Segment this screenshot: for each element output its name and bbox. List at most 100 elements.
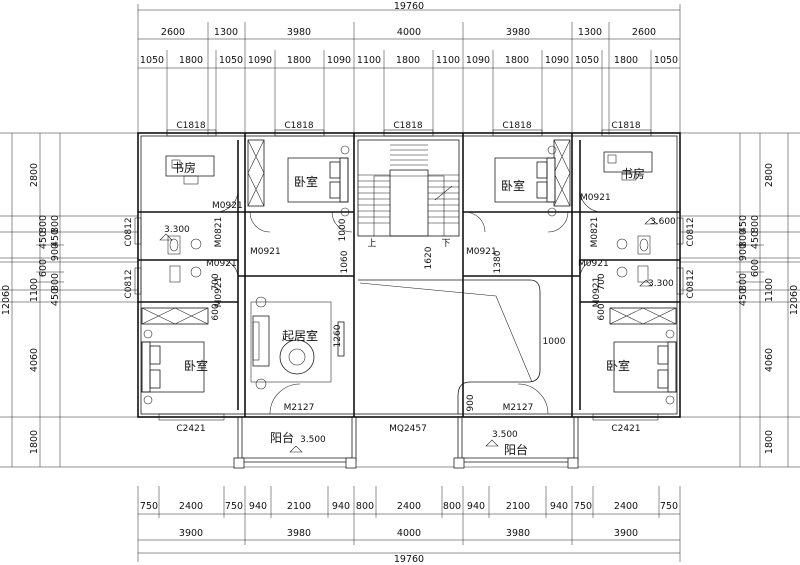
- dim-label: 1800: [287, 55, 311, 66]
- dim-label: 450: [750, 231, 761, 249]
- dim-label: 2400: [179, 501, 203, 512]
- dim-label: 1620: [424, 246, 434, 269]
- dim-label: 3900: [614, 528, 638, 539]
- dim-label: 1800: [505, 55, 529, 66]
- room-labels: 书房 书房 卧室 卧室 卧室 卧室 起居室 阳台 阳台: [172, 160, 645, 457]
- dim-label: 750: [225, 501, 243, 512]
- dim-label: 3980: [287, 27, 311, 38]
- room-label-bedroom-top-right: 卧室: [501, 178, 525, 193]
- dim-label: 600: [38, 259, 49, 277]
- dim-label: 900: [50, 243, 61, 261]
- dim-label: 2600: [161, 27, 185, 38]
- dim-label: 940: [467, 501, 485, 512]
- dim-label: 1800: [29, 430, 40, 454]
- dim-label: 1050: [219, 55, 243, 66]
- study-desks: [165, 151, 653, 185]
- room-label-study-right: 书房: [621, 166, 645, 181]
- dim-label: 2400: [397, 501, 421, 512]
- bottom-windows: C2421 C2421: [158, 413, 659, 434]
- window-label: C0812: [686, 269, 696, 298]
- door-label: M0921: [466, 247, 497, 257]
- door-label: M2127: [284, 403, 315, 413]
- bed-bottom-right: [613, 329, 677, 405]
- top-row1-dims: 2600 1300 3980 4000 3980 1300 2600: [161, 27, 656, 38]
- dim-label: 2100: [506, 501, 530, 512]
- door-label: M0921: [580, 193, 611, 203]
- inner-dimensions: 1060 1620 1380 1260 1000 700 600 700 600: [211, 218, 607, 347]
- room-label-balcony-left: 阳台: [270, 430, 294, 445]
- dim-label: 450: [38, 231, 49, 249]
- dim-label: 2600: [632, 27, 656, 38]
- side-total-dim-left: 12060: [1, 285, 12, 315]
- dim-label: 1800: [396, 55, 420, 66]
- staircase: 上 下: [357, 139, 460, 249]
- dim-label: 800: [356, 501, 374, 512]
- dim-label: 700: [211, 273, 221, 290]
- dim-label: 4060: [29, 348, 40, 372]
- dim-label: 1300: [578, 27, 602, 38]
- side-windows: C0812 C0812 C0812 C0812: [124, 217, 696, 298]
- stair-down-label: 下: [441, 239, 450, 249]
- dim-label: 750: [660, 501, 678, 512]
- dim-label: 1090: [327, 55, 351, 66]
- dim-label: 3900: [179, 528, 203, 539]
- dim-label: 2400: [614, 501, 638, 512]
- window-label: C0812: [686, 217, 696, 246]
- balconies: [233, 417, 579, 469]
- dim-label: 800: [50, 215, 61, 233]
- dim-label: 800: [750, 215, 761, 233]
- dim-label: 900: [466, 394, 476, 411]
- dim-label: 1050: [654, 55, 678, 66]
- window-label: C0812: [124, 217, 134, 246]
- dim-label: 1090: [248, 55, 272, 66]
- window-label: C1818: [393, 121, 422, 131]
- room-label-balcony-right: 阳台: [504, 442, 528, 457]
- dim-label: 1090: [545, 55, 569, 66]
- dim-label: 4000: [397, 27, 421, 38]
- door-label: M0821: [590, 217, 600, 248]
- window-label: C1818: [284, 121, 313, 131]
- door-label: M0921: [578, 259, 609, 269]
- door-label: M0921: [206, 259, 237, 269]
- bed-top-right: [494, 145, 557, 217]
- dim-label: 800: [50, 273, 61, 291]
- dim-label: 3980: [506, 27, 530, 38]
- dim-label: 450: [738, 288, 749, 306]
- room-label-living: 起居室: [282, 328, 318, 343]
- level-markers: 3.300 3.600 3.300 3.500 3.500: [159, 217, 676, 453]
- dim-label: 1800: [179, 55, 203, 66]
- dim-label: 940: [550, 501, 568, 512]
- door-label: M0821: [214, 217, 224, 248]
- dim-label: 600: [750, 259, 761, 277]
- window-label: C0812: [124, 269, 134, 298]
- dim-label: 940: [249, 501, 267, 512]
- dim-label: 800: [738, 273, 749, 291]
- top-total-dim: 19760: [394, 1, 424, 12]
- beds: [141, 145, 677, 405]
- living-furniture: [250, 296, 345, 390]
- dim-label: 1090: [466, 55, 490, 66]
- dim-label: 1000: [543, 337, 566, 347]
- room-label-bedroom-bottom-left: 卧室: [184, 358, 208, 373]
- wardrobes: [141, 139, 677, 325]
- dim-label: 1060: [340, 250, 350, 273]
- dim-label: 1050: [575, 55, 599, 66]
- dim-label: 1100: [764, 278, 775, 302]
- dim-label: 1800: [614, 55, 638, 66]
- dim-label: 700: [597, 273, 607, 290]
- dim-label: 2800: [764, 163, 775, 187]
- dim-label: 1100: [29, 278, 40, 302]
- level-label: 3.500: [300, 435, 326, 445]
- bottom-dimensions: 750 2400 750 940 2100 940 800 2400 800 9…: [0, 466, 800, 565]
- door-label: M0921: [592, 277, 602, 308]
- dim-label: 4000: [397, 528, 421, 539]
- top-row2-dims: 1050 1800 1050 1090 1800 1090 1100 1800 …: [140, 55, 678, 66]
- dim-label: 1100: [357, 55, 381, 66]
- dim-label: 1100: [436, 55, 460, 66]
- dim-label: 450: [50, 229, 61, 247]
- door-label: MQ2457: [389, 424, 427, 434]
- dim-label: 600: [597, 303, 607, 320]
- level-label: 3.600: [650, 217, 676, 227]
